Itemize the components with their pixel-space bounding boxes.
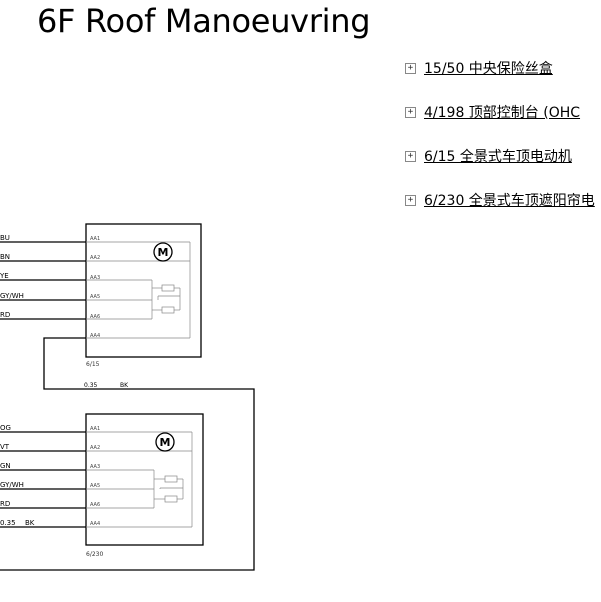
wire-gauge-label: 0.35: [0, 519, 16, 527]
wire-label: BU: [0, 234, 10, 242]
motor-symbol: M: [158, 246, 169, 259]
expand-icon[interactable]: +: [405, 150, 416, 162]
wire-label: GN: [0, 462, 11, 470]
pin-label: AA2: [90, 445, 100, 451]
expand-icon[interactable]: +: [405, 106, 416, 118]
wire-label: YE: [0, 272, 9, 280]
module-box-lower: [85, 413, 204, 546]
link-central-fuse-box[interactable]: 15/50 中央保险丝盒: [424, 61, 553, 77]
wire-label: RD: [0, 500, 10, 508]
related-item: + 15/50 中央保险丝盒: [405, 46, 601, 90]
pin-label: AA3: [90, 464, 100, 470]
motor-symbol: M: [160, 436, 171, 449]
pin-label: AA4: [90, 333, 100, 339]
link-overhead-console[interactable]: 4/198 顶部控制台 (OHC: [424, 105, 581, 121]
wire-color-label: BK: [25, 519, 35, 527]
pin-label: AA1: [90, 236, 100, 242]
related-item: + 6/15 全景式车顶电动机: [405, 134, 601, 178]
link-panoramic-roof-blind-motor[interactable]: 6/230 全景式车顶遮阳帘电: [424, 193, 595, 209]
wire-label: RD: [0, 311, 10, 319]
wire-label: BN: [0, 253, 10, 261]
pin-label: AA6: [90, 502, 100, 508]
ground-wire-color: BK: [120, 382, 129, 389]
related-components-list: + 15/50 中央保险丝盒 + 4/198 顶部控制台 (OHC + 6/15…: [405, 46, 601, 222]
ground-wire: [0, 337, 255, 571]
pin-label: AA4: [90, 521, 100, 527]
motor-icon: [153, 242, 173, 262]
related-item: + 6/230 全景式车顶遮阳帘电: [405, 178, 601, 222]
motor-icon: [155, 432, 175, 452]
expand-icon[interactable]: +: [405, 194, 416, 206]
page-title: 6F Roof Manoeuvring: [37, 2, 371, 40]
component-id-upper: 6/15: [86, 361, 100, 368]
wire-label: VT: [0, 443, 10, 451]
pin-label: AA2: [90, 255, 100, 261]
pin-label: AA1: [90, 426, 100, 432]
wire-label: GY/WH: [0, 481, 24, 489]
pin-label: AA6: [90, 314, 100, 320]
component-id-lower: 6/230: [86, 551, 103, 558]
ground-wire-gauge: 0.35: [84, 382, 98, 389]
related-item: + 4/198 顶部控制台 (OHC: [405, 90, 601, 134]
pin-label: AA5: [90, 294, 100, 300]
wire-label: OG: [0, 424, 11, 432]
internal-circuit-lower: [86, 431, 193, 528]
pin-label: AA3: [90, 275, 100, 281]
expand-icon[interactable]: +: [405, 62, 416, 74]
link-panoramic-roof-motor[interactable]: 6/15 全景式车顶电动机: [424, 149, 572, 165]
wire-label: GY/WH: [0, 292, 24, 300]
pin-label: AA5: [90, 483, 100, 489]
internal-circuit-upper: [86, 241, 191, 339]
module-box-upper: [85, 223, 202, 358]
